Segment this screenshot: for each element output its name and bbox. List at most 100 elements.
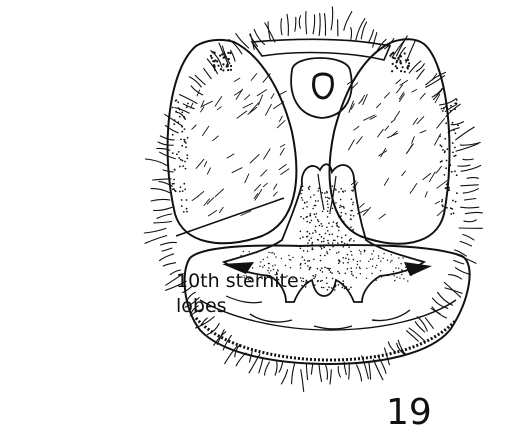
stipple-dot (311, 237, 313, 239)
stipple-dot (372, 258, 373, 259)
stipple-dot (309, 186, 311, 188)
stipple-dot (311, 220, 313, 222)
stipple-dot (392, 57, 394, 59)
interior-hair (412, 90, 417, 93)
stipple-dot (175, 99, 177, 101)
stipple-dot (350, 287, 352, 289)
stipple-dot (308, 187, 310, 189)
hair (463, 235, 474, 240)
stipple-dot (337, 226, 339, 228)
stipple-dot (307, 231, 309, 233)
interior-hair (250, 154, 259, 163)
stipple-dot (352, 229, 354, 231)
fold-line (314, 326, 352, 329)
hair (454, 260, 464, 264)
stipple-dot (338, 262, 340, 264)
stipple-dot (339, 261, 341, 263)
stipple-dot (360, 251, 361, 252)
stipple-dot (329, 198, 331, 200)
interior-hair (245, 95, 250, 100)
stipple-dot (321, 280, 323, 282)
stipple-dot (402, 66, 404, 68)
stipple-dot (378, 258, 379, 259)
interior-hair (248, 107, 257, 114)
stipple-dot (290, 267, 291, 268)
stipple-dot (340, 188, 342, 190)
stipple-dot (181, 111, 183, 113)
interior-hair (274, 184, 277, 189)
stipple-dot (323, 238, 325, 240)
interior-hair (271, 94, 274, 99)
stipple-dot (272, 252, 273, 253)
interior-hair (420, 93, 425, 99)
stipple-dot (326, 268, 328, 270)
stipple-dot (350, 218, 352, 220)
hair (162, 248, 172, 251)
stipple-dot (259, 266, 260, 267)
stipple-dot (371, 253, 372, 254)
stipple-dot (313, 194, 315, 196)
stipple-dot (391, 70, 393, 72)
stipple-dot (179, 109, 181, 111)
interior-hair (410, 184, 417, 194)
interior-hair (217, 107, 221, 110)
interior-hair (377, 103, 381, 107)
interior-hair (219, 207, 223, 212)
stipple-dot (351, 254, 353, 256)
stipple-dot (312, 275, 314, 277)
callout-label-line-2: lobes (176, 297, 227, 316)
stipple-dot (214, 69, 216, 71)
interior-hair (384, 93, 389, 98)
stipple-dot (342, 190, 344, 192)
interior-hair (349, 140, 355, 150)
stipple-dot (184, 161, 186, 163)
stipple-dot (375, 267, 376, 268)
hair (409, 61, 421, 73)
hair (157, 214, 172, 218)
stipple-dot (224, 56, 226, 58)
stipple-dot (336, 223, 338, 225)
stipple-dot (441, 108, 443, 110)
stipple-dot (404, 71, 406, 73)
stipple-dot (399, 277, 400, 278)
stipple-dot (359, 267, 360, 268)
stipple-dot (220, 68, 222, 70)
hair (461, 207, 479, 208)
stipple-dot (300, 238, 302, 240)
stipple-dot (187, 103, 189, 105)
interior-hair (395, 111, 400, 118)
stipple-dot (332, 208, 334, 210)
stipple-dot (315, 226, 317, 228)
stipple-dot (344, 243, 346, 245)
interior-hair (255, 190, 262, 201)
stipple-dot (181, 131, 183, 133)
sternite-notch (318, 174, 324, 210)
stipple-dot (227, 65, 229, 67)
stipple-dot (270, 252, 271, 253)
stipple-dot (322, 211, 324, 213)
stipple-dot (315, 200, 317, 202)
hair (463, 189, 478, 193)
stipple-dot (327, 203, 329, 205)
stipple-dot (173, 179, 175, 181)
interior-hair (213, 136, 219, 141)
hair (145, 159, 166, 165)
stipple-dot (321, 236, 323, 238)
stipple-dot (267, 257, 268, 258)
stipple-dot (221, 53, 223, 55)
stipple-dot (391, 254, 392, 255)
stipple-dot (180, 139, 182, 141)
interior-hair (232, 168, 242, 173)
stipple-dot (303, 281, 305, 283)
hair (331, 7, 333, 30)
interior-hair (198, 192, 204, 197)
stipple-dot (177, 101, 179, 103)
stipple-dot (453, 212, 455, 214)
stipple-dot (322, 271, 324, 273)
interior-hair (207, 168, 210, 174)
stipple-dot (353, 259, 355, 261)
stipple-dot (338, 251, 340, 253)
stipple-dot (181, 145, 183, 147)
stipple-dot (348, 246, 350, 248)
stipple-dot (446, 160, 448, 162)
